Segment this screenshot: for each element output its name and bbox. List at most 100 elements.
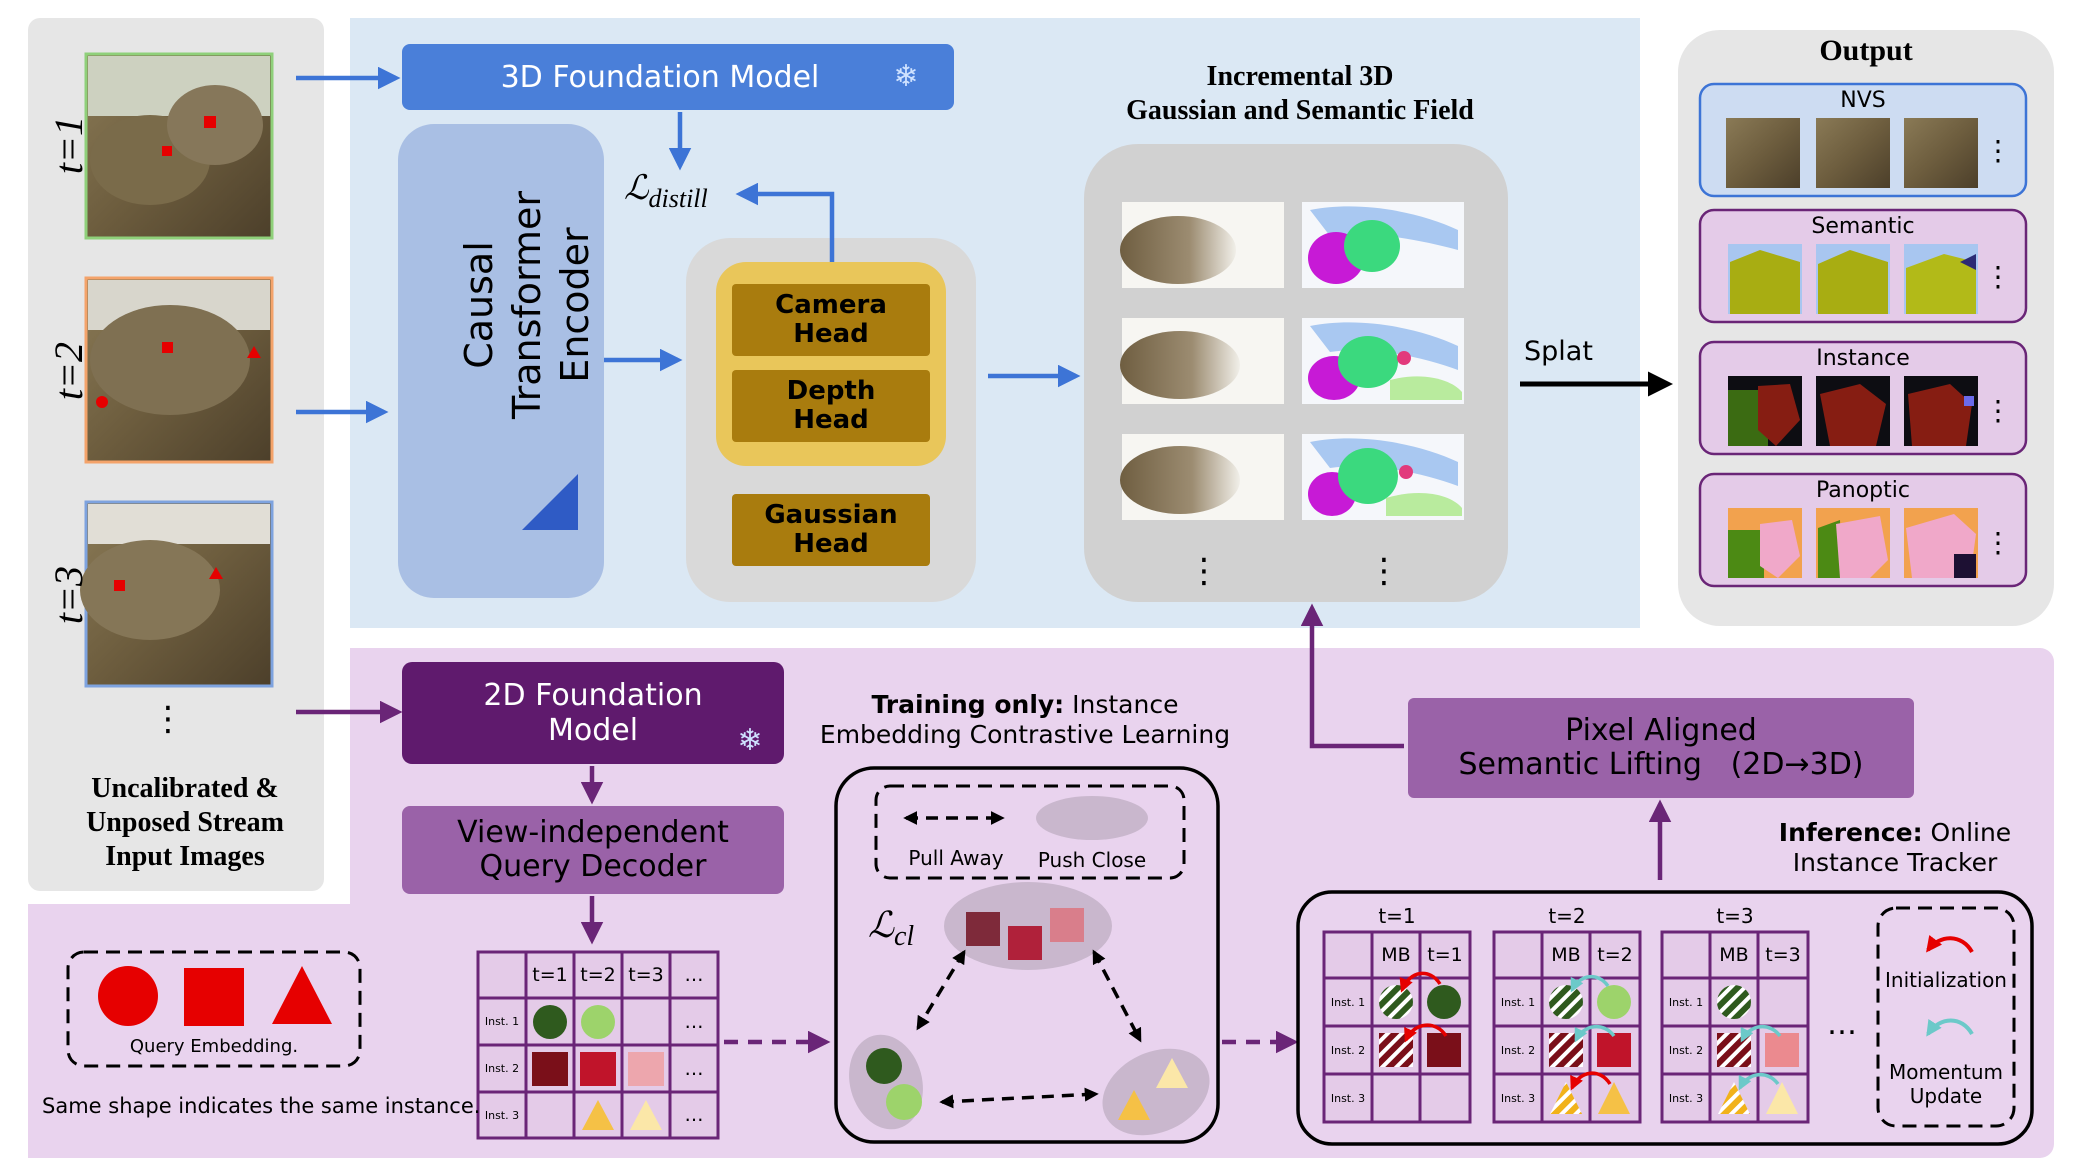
training-title-line-1: Training only: Instance	[790, 690, 1260, 720]
cluster-triangle-1	[1156, 1058, 1188, 1088]
output-instance-panel: ⋮	[1698, 340, 2028, 456]
input-image-t3	[80, 500, 274, 688]
field-title-line-2: Gaussian and Semantic Field	[1126, 95, 1474, 126]
svg-text:⋮: ⋮	[1984, 134, 2012, 167]
mb2-r3-t	[1598, 1082, 1630, 1114]
legend-note: Same shape indicates the same instance.	[42, 1094, 481, 1118]
depth-head-line-2: Head	[793, 405, 869, 435]
qt-row-3: Inst. 3	[484, 1108, 520, 1122]
mb2-momentum-arrow-2	[1574, 1025, 1616, 1043]
training-title-line-2: Embedding Contrastive Learning	[819, 720, 1231, 749]
qt-ellipsis-1: …	[684, 1010, 704, 1033]
distill-loss: ℒdistill	[624, 168, 708, 214]
field-rgb-1	[1120, 202, 1284, 288]
field-title-line-1: Incremental 3D	[1206, 61, 1394, 92]
camera-head-line-2: Head	[793, 319, 869, 349]
output-title: Output	[1819, 34, 1913, 67]
training-title-bold: Training only:	[871, 690, 1065, 719]
time-label-t1: t=1	[45, 115, 91, 175]
qt-ellipsis-2: …	[684, 1057, 704, 1080]
mb1-r2-t	[1427, 1033, 1461, 1067]
inference-title-rest: Online	[1922, 818, 2012, 847]
gaussian-head-line-1: Gaussian	[764, 500, 898, 530]
fm2d-label: 2D Foundation Model	[402, 662, 784, 764]
query-decoder-line-1: View-independent	[457, 815, 729, 850]
mb2-r3-mb	[1550, 1082, 1582, 1114]
mb3-header-mb: MB	[1719, 944, 1749, 966]
encoder-box	[398, 124, 604, 598]
lifting-line-1: Pixel Aligned	[1565, 713, 1757, 748]
input-image-t2	[84, 276, 274, 464]
mb1-row-3: Inst. 3	[1330, 1091, 1366, 1105]
mb3-r2-mb	[1717, 1033, 1751, 1067]
training-title-rest: Instance	[1064, 690, 1179, 719]
mb3-r2-t	[1765, 1033, 1799, 1067]
svg-text:⋮: ⋮	[1984, 260, 2012, 293]
momentum-legend-arrow	[1926, 1018, 1974, 1037]
cl-loss-symbol: ℒ	[868, 905, 894, 945]
mb3-r3-mb	[1718, 1082, 1750, 1114]
splat-label: Splat	[1524, 336, 1593, 367]
mb3-row-1: Inst. 1	[1668, 995, 1704, 1009]
mb2-header-mb: MB	[1551, 944, 1581, 966]
input-image-t1	[84, 52, 274, 240]
legend-caption: Query Embedding.	[129, 1036, 299, 1057]
qt-r3-t3	[630, 1100, 662, 1130]
inference-title-line-2: Instance Tracker	[1792, 848, 1998, 877]
mb2-row-3: Inst. 3	[1500, 1091, 1536, 1105]
mb2-r1-t	[1597, 985, 1631, 1019]
field-ellipsis-right: ⋮	[1367, 551, 1401, 591]
mb3-header-t: t=3	[1765, 944, 1801, 966]
query-decoder-line-2: Query Decoder	[479, 849, 707, 884]
mb1-row-1: Inst. 1	[1330, 995, 1366, 1009]
inference-title-line-1: Inference: Online	[1700, 818, 2082, 848]
fm2d-label-line-1: 2D Foundation	[483, 678, 703, 713]
inference-title-bold: Inference:	[1778, 818, 1923, 847]
field-sem-1	[1302, 202, 1464, 288]
fm2d-box	[402, 662, 784, 764]
inference-title: Inference: Online Instance Tracker	[1700, 818, 2082, 878]
cluster-square-3	[1050, 908, 1084, 942]
training-title: Training only: Instance Embedding Contra…	[790, 690, 1260, 750]
mb3-time: t=3	[1716, 904, 1754, 928]
svg-text:⋮: ⋮	[1984, 526, 2012, 559]
pull-away-label: Pull Away	[908, 846, 1004, 870]
push-close-label: Push Close	[1037, 848, 1147, 872]
legend-box	[66, 950, 362, 1068]
query-decoder-label: View-independent Query Decoder	[402, 806, 784, 894]
cl-loss: ℒcl	[868, 904, 914, 953]
input-caption-line-1: Uncalibrated &	[91, 773, 279, 804]
cluster-circle-2	[886, 1084, 922, 1120]
qt-ellipsis-3: …	[684, 1104, 704, 1126]
mb1-header-mb: MB	[1381, 944, 1411, 966]
fm2d-label-line-2: Model	[547, 713, 639, 748]
distill-loss-subscript: distill	[648, 183, 708, 213]
pull-push-legend	[874, 784, 1186, 880]
qt-r2-t3	[628, 1052, 664, 1086]
gaussian-head-label: Gaussian Head	[732, 494, 930, 566]
mb-table-1	[1322, 930, 1472, 1124]
cluster-triangle-2	[1118, 1090, 1150, 1120]
qt-header-2: t=2	[580, 964, 616, 986]
lifting-box	[1408, 698, 1914, 798]
mb2-r1-mb	[1549, 985, 1583, 1019]
encoder-triangle-icon	[522, 474, 578, 530]
mb3-row-3: Inst. 3	[1668, 1091, 1704, 1105]
init-legend-label: Initialization	[1885, 968, 2007, 992]
mb1-r1-t	[1427, 985, 1461, 1019]
qt-r3-t2	[582, 1100, 614, 1130]
input-caption-line-3: Input Images	[105, 841, 265, 872]
qt-row-1: Inst. 1	[484, 1015, 520, 1028]
encoder-label-line-2: Encoder	[553, 227, 597, 383]
mb2-time: t=2	[1548, 904, 1586, 928]
field-ellipsis-left: ⋮	[1187, 551, 1221, 591]
qt-header-1: t=1	[532, 964, 568, 986]
output-label-nvs: NVS	[1840, 88, 1886, 113]
input-caption: Uncalibrated & Unposed Stream Input Imag…	[40, 772, 330, 874]
mb2-row-2: Inst. 2	[1500, 1043, 1536, 1057]
qt-header-3: t=3	[628, 964, 664, 986]
mb3-r3-t	[1766, 1082, 1798, 1114]
output-panoptic-panel: ⋮	[1698, 472, 2028, 588]
momentum-legend-line-1: Momentum	[1889, 1060, 2003, 1084]
